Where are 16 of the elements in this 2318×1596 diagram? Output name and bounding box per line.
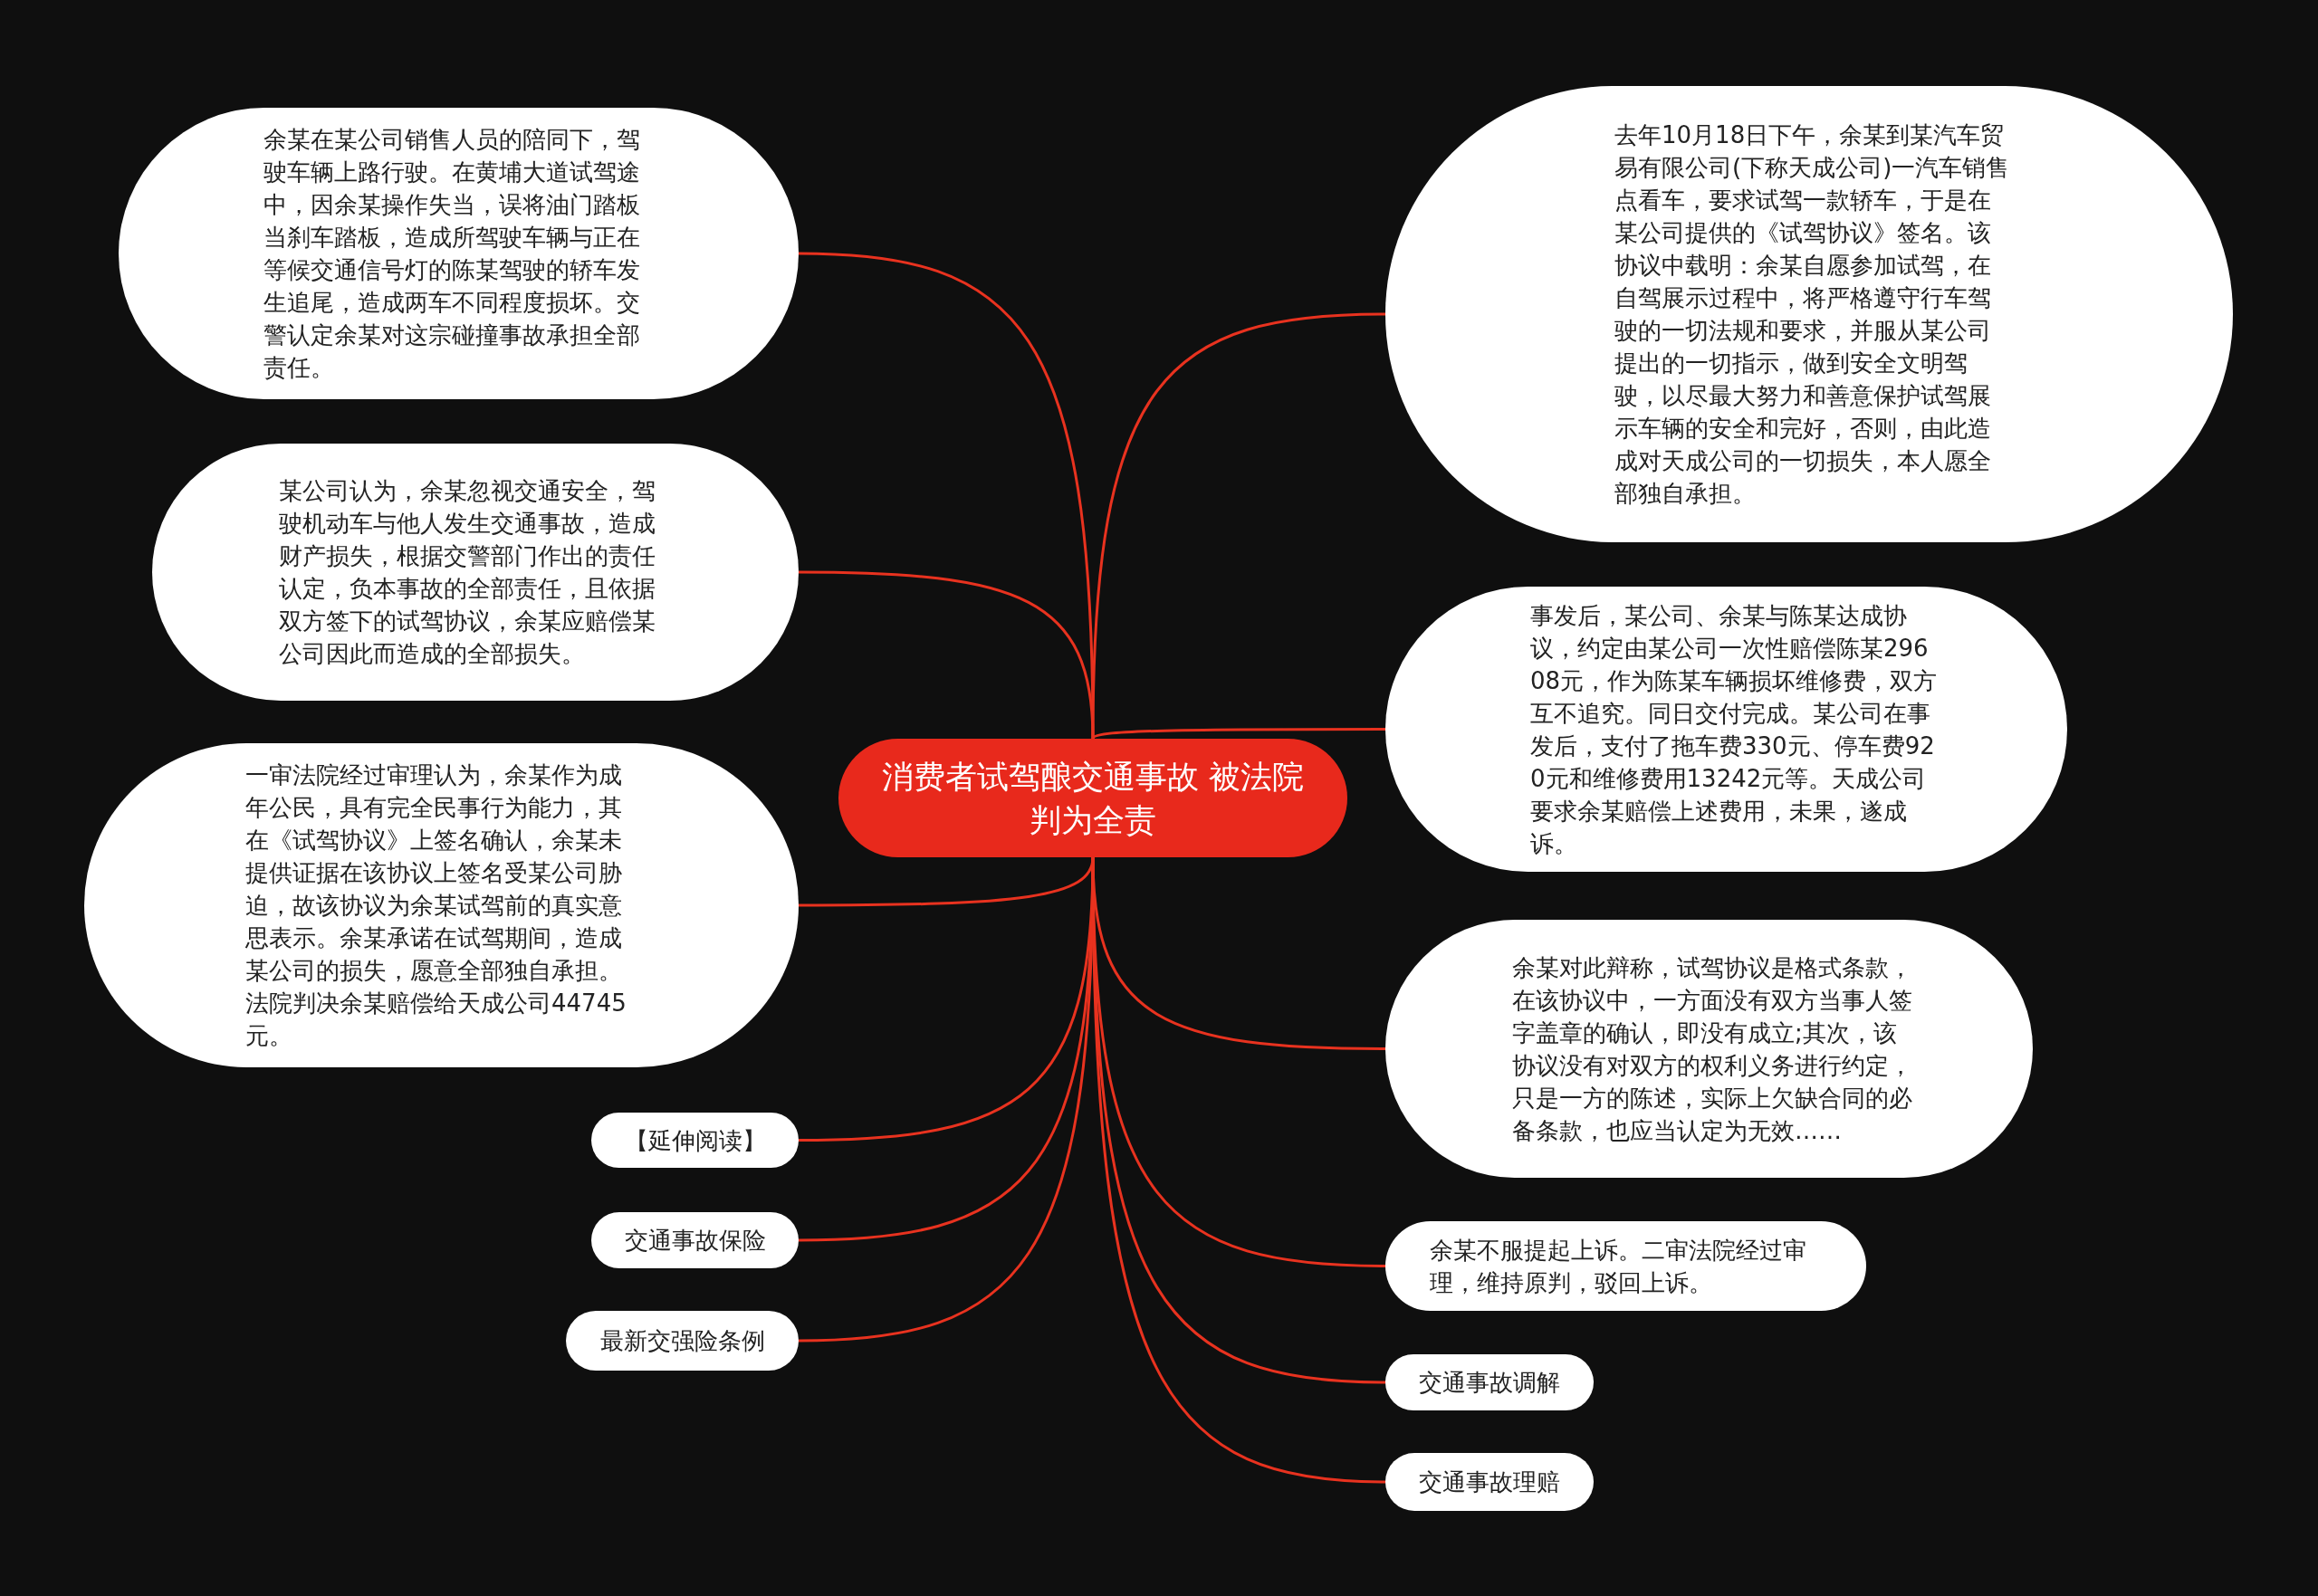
topic-text: 交通事故保险 (624, 1226, 766, 1256)
topic-text: 交通事故理赔 (1419, 1467, 1560, 1497)
topic-text: 交通事故调解 (1419, 1368, 1560, 1398)
topic-text: 最新交强险条例 (599, 1326, 765, 1356)
topic-text: 余某不服提起上诉。二审法院经过审理，维持原判，驳回上诉。 (1430, 1235, 1807, 1298)
topic-text: 余某对此辩称，试驾协议是格式条款，在该协议中，一方面没有双方当事人签字盖章的确认，即没有成立;其次，该协议没有对双方的权利义务进行约定，只是一方的陈述，实际上欠缺合同的必备条款，也应当认定为无效…… (1512, 952, 1913, 1146)
topic-node (591, 1113, 799, 1168)
topic-text: 某公司认为，余某忽视交通安全，驾驶机动车与他人发生交通事故，造成财产损失，根据交警部门作出的责任认定，负本事故的全部责任，且依据双方签下的试驾协议，余某应赔偿某公司因此而造成的全部损失。 (279, 476, 656, 669)
connector-line (1091, 728, 1385, 741)
topic-text: 事发后，某公司、余某与陈某达成协议，约定由某公司一次性赔偿陈某29608元，作为陈某车辆损坏维修费，双方互不追究。同日交付完成。某公司在事发后，支付了拖车费330元、停车费920元和维修费用13242元等。天成公司要求余某赔偿上述费用，未果，遂成诉。 (1530, 600, 1938, 859)
connector-line (1091, 312, 1386, 740)
topic-text: 一审法院经过审理认为，余某作为成年公民，具有完全民事行为能力，其在《试驾协议》上签名确认，余某未提供证据在该协议上签名受某公司胁迫，故该协议为余某试驾前的真实意思表示。余某承诺在试驾期间，造成某公司的损失，愿意全部独自承担。法院判决余某赔偿给天成公司44745元。 (245, 760, 627, 1051)
topic-text: 【延伸阅读】 (624, 1125, 766, 1156)
topic-text: 消费者试驾酿交通事故 被法院判为全责 (880, 757, 1306, 840)
topic-text: 余某在某公司销售人员的陪同下，驾驶车辆上路行驶。在黄埔大道试驾途中，因余某操作失当，误将油门踏板当刹车踏板，造成所驾驶车辆与正在等候交通信号灯的陈某驾驶的轿车发生追尾，造成两车不同程度损坏。交警认定余某对这宗碰撞事故承担全部责任。 (263, 125, 641, 383)
topic-text: 去年10月18日下午，余某到某汽车贸易有限公司(下称天成公司)一汽车销售点看车，要求试驾一款轿车，于是在某公司提供的《试驾协议》签名。该协议中载明：余某自愿参加试驾，在自驾展示过程中，将严格遵守行车驾驶的一切法规和要求，并服从某公司提出的一切指示，做到安全文明驾驶，以尽最大努力和善意保护试驾展示车辆的安全和完好，否则，由此造成对天成公司的一切损失，本人愿全部独自承担。 (1614, 120, 2011, 509)
